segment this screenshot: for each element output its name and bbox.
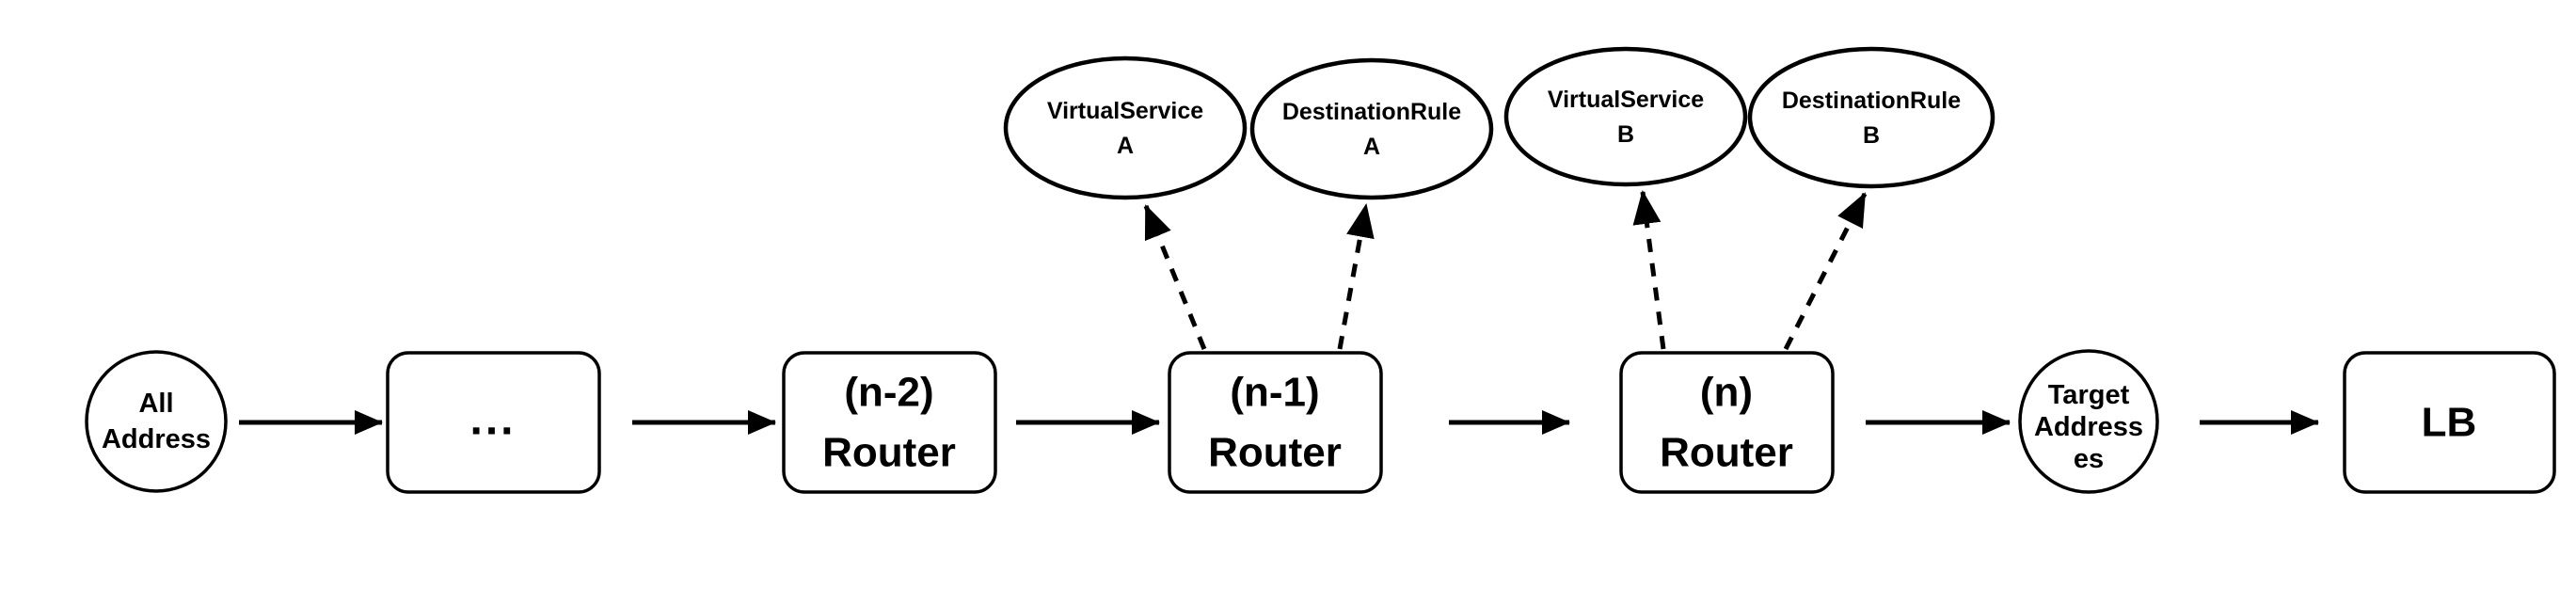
target-addresses-label-line2: Address: [2034, 412, 2143, 442]
edge-router-n-to-virtual-service-b: [1632, 190, 1666, 350]
virtual-service-a-label-line2: A: [1117, 133, 1134, 159]
node-virtual-service-a: VirtualService A: [1003, 56, 1248, 200]
dashed-edges: [1143, 190, 1868, 351]
edge-router-n-minus-1-to-destination-rule-a: [1337, 203, 1375, 350]
ellipsis-step-label: ...: [469, 395, 516, 445]
node-lb: LB: [2343, 351, 2556, 494]
node-all-address: All Address: [85, 350, 228, 493]
router-n-minus-1-label-line1: (n-1): [1230, 370, 1319, 416]
edge-router-n-minus-1-to-virtual-service-a: [1143, 204, 1207, 350]
target-addresses-label-line3: es: [2074, 444, 2104, 474]
router-n-shape: [1619, 351, 1835, 494]
virtual-service-b-label-line1: VirtualService: [1548, 87, 1704, 113]
destination-rule-b-shape: [1747, 46, 1996, 189]
target-addresses-shape: [2018, 349, 2159, 494]
virtual-service-b-label-line2: B: [1617, 121, 1634, 148]
destination-rule-b-label-line2: B: [1863, 122, 1880, 149]
ellipsis-step-shape: [386, 351, 601, 494]
node-virtual-service-b: VirtualService B: [1503, 46, 1748, 187]
router-n-label-line2: Router: [1660, 430, 1793, 476]
lb-shape: [2343, 351, 2556, 494]
destination-rule-b-label-line1: DestinationRule: [1782, 87, 1961, 114]
all-address-label-line2: Address: [102, 424, 211, 454]
node-router-n-minus-1: (n-1) Router: [1168, 351, 1383, 494]
node-destination-rule-b: DestinationRule B: [1747, 46, 1996, 189]
all-address-shape: [85, 350, 228, 493]
node-destination-rule-a: DestinationRule A: [1249, 57, 1494, 200]
router-n-minus-1-label-line2: Router: [1208, 430, 1342, 476]
router-n-minus-2-label-line1: (n-2): [844, 370, 933, 416]
target-addresses-label-line1: Target: [2048, 380, 2130, 410]
router-n-label-line1: (n): [1700, 370, 1753, 416]
router-n-minus-1-shape: [1168, 351, 1383, 494]
all-address-label-line1: All: [138, 389, 173, 419]
destination-rule-a-label-line2: A: [1363, 134, 1380, 160]
virtual-service-a-shape: [1003, 56, 1248, 200]
virtual-service-a-label-line1: VirtualService: [1047, 98, 1203, 124]
node-ellipsis-step: ...: [386, 351, 601, 494]
router-n-minus-2-shape: [782, 351, 997, 494]
destination-rule-a-shape: [1249, 57, 1494, 200]
destination-rule-a-label-line1: DestinationRule: [1282, 99, 1461, 125]
node-target-addresses: Target Address es: [2018, 349, 2159, 494]
node-router-n: (n) Router: [1619, 351, 1835, 494]
lb-label: LB: [2422, 400, 2477, 446]
edge-router-n-to-destination-rule-b: [1783, 192, 1868, 351]
virtual-service-b-shape: [1503, 46, 1748, 187]
node-router-n-minus-2: (n-2) Router: [782, 351, 997, 494]
router-n-minus-2-label-line2: Router: [822, 430, 956, 476]
